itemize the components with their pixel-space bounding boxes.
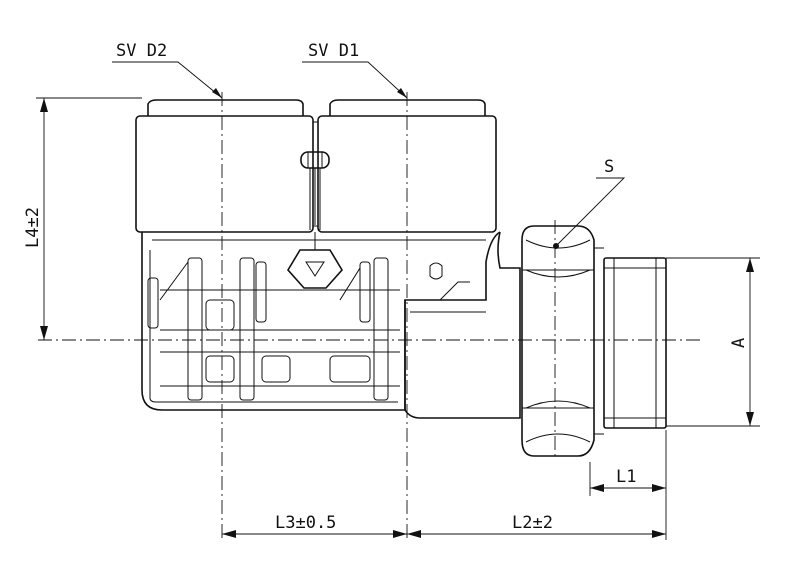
label-l1: L1: [616, 467, 636, 487]
label-l4: L4±2: [23, 207, 43, 248]
label-sv-d2: SV D2: [116, 41, 167, 61]
dimensions: [36, 97, 760, 540]
label-a: A: [729, 338, 749, 348]
label-l3: L3±0.5: [275, 513, 336, 533]
leaders: [112, 61, 626, 249]
outlet-fitting: [404, 225, 667, 457]
label-sv-d1: SV D1: [308, 41, 359, 61]
labels: SV D2 SV D1 S L4±2 A L1 L3±0.5 L2±2: [23, 41, 749, 533]
center-lines: [38, 92, 700, 540]
valve-body: [135, 99, 501, 411]
label-l2: L2±2: [512, 513, 553, 533]
label-s: S: [604, 157, 614, 177]
